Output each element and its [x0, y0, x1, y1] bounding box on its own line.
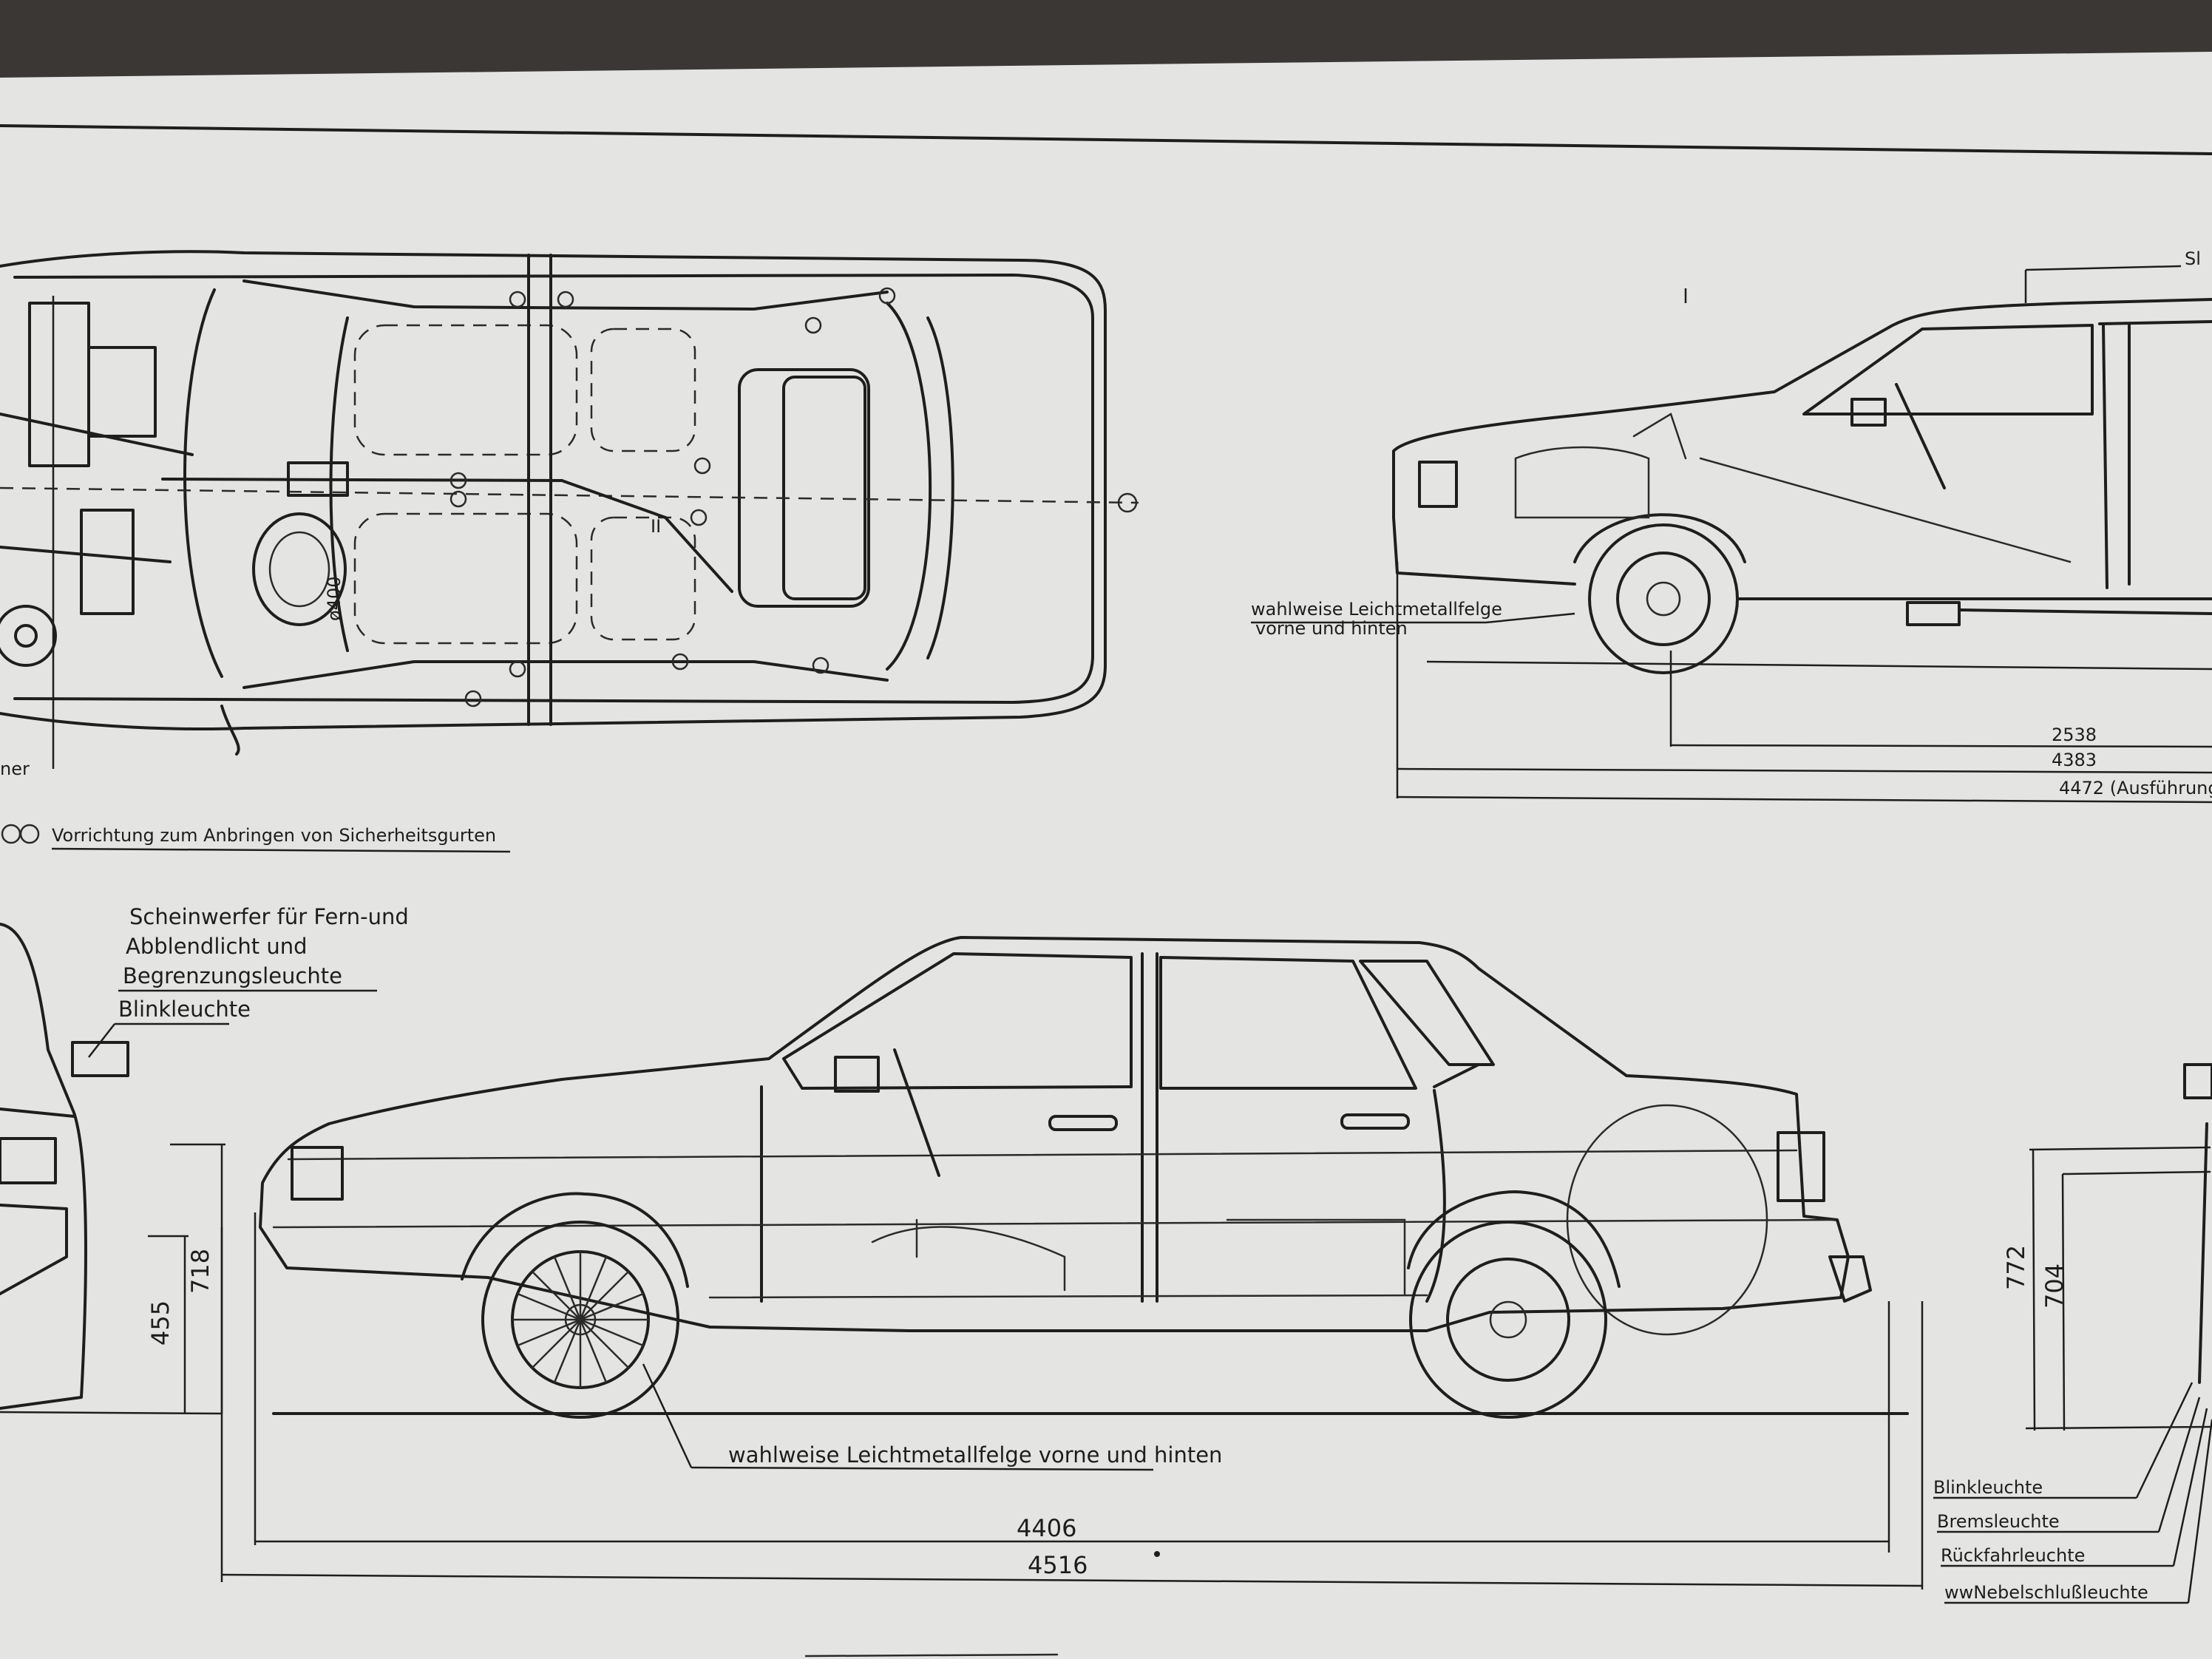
rear-door-handle [1340, 1113, 1410, 1130]
rear-fog-label: wwNebelschlußleuchte [1944, 1582, 2148, 1603]
rear-wheel [1409, 1221, 1607, 1419]
side-taillamp [1777, 1131, 1825, 1202]
dim-line-4516 [221, 1573, 1923, 1587]
dim-length-4516: 4516 [1028, 1551, 1088, 1579]
cutaway-headlamp [1418, 461, 1458, 508]
belt-legend: Vorrichtung zum Anbringen von Sicherheit… [1, 824, 511, 853]
truncated-label-ner: ner [0, 759, 30, 779]
dim-length-4383: 4383 [2052, 750, 2097, 770]
front-wheel [481, 1221, 679, 1419]
front-view-drawing: 455 718 Scheinwerfer für Fern-und Abblen… [0, 904, 409, 1415]
truncated-label-sl: Sl [2185, 248, 2201, 269]
cutaway-side-view: Sl 2538 4383 4472 (Ausführung ) wahlweis… [1251, 248, 2212, 804]
tire-diameter-label: ø400 [324, 577, 345, 622]
belt-symbol-icon [19, 824, 40, 844]
dim-rear-704: 704 [2040, 1263, 2069, 1309]
cutaway-front-wheel [1588, 523, 1739, 674]
dim-length-4472: 4472 (Ausführung ) [2059, 778, 2212, 798]
alloy-note-top-line1: wahlweise Leichtmetallfelge [1251, 599, 1502, 620]
headlamp-label-line3: Begrenzungsleuchte [123, 963, 342, 988]
dim-length-4406: 4406 [1017, 1514, 1076, 1542]
rear-reverse-label: Rückfahrleuchte [1941, 1545, 2085, 1566]
belt-legend-text: Vorrichtung zum Anbringen von Sicherheit… [52, 825, 496, 846]
indicator-label: Blinkleuchte [118, 997, 251, 1022]
tow-hitch [1828, 1255, 1872, 1303]
dim-rear-772: 772 [2002, 1245, 2030, 1290]
belt-anchor-marks [449, 287, 1138, 708]
sheet-border-top [0, 124, 2212, 155]
headlamp-label-line1: Scheinwerfer für Fern-und [129, 904, 409, 929]
headlamp-label-line2: Abblendlicht und [126, 934, 308, 959]
front-headlamp [0, 1137, 57, 1184]
rear-view-drawing: 772 704 Blinkleuchte Bremsleuchte Rückfa… [1933, 1063, 2212, 1604]
alloy-note-side: wahlweise Leichtmetallfelge vorne und hi… [728, 1442, 1222, 1468]
footer-marks [804, 1653, 1059, 1658]
rear-blink-label: Blinkleuchte [1933, 1477, 2043, 1498]
alloy-spokes [511, 1250, 650, 1389]
alloy-note-top-line2: vorne und hinten [1255, 618, 1408, 639]
tank-marker: II [651, 516, 661, 537]
top-view-drawing: II ø400 ner [0, 250, 1139, 779]
side-mirror [834, 1056, 880, 1093]
dim-front-718: 718 [186, 1249, 214, 1294]
rear-brake-label: Bremsleuchte [1937, 1511, 2060, 1532]
rear-mirror [2183, 1063, 2212, 1099]
dim-front-455: 455 [146, 1300, 174, 1346]
front-door-handle [1048, 1115, 1118, 1131]
main-side-view: 4406 4516 wahlweise Leichtmetallfelge vo… [220, 936, 1924, 1590]
dim-wheelbase-2538: 2538 [2052, 725, 2097, 745]
side-headlamp [291, 1146, 344, 1201]
